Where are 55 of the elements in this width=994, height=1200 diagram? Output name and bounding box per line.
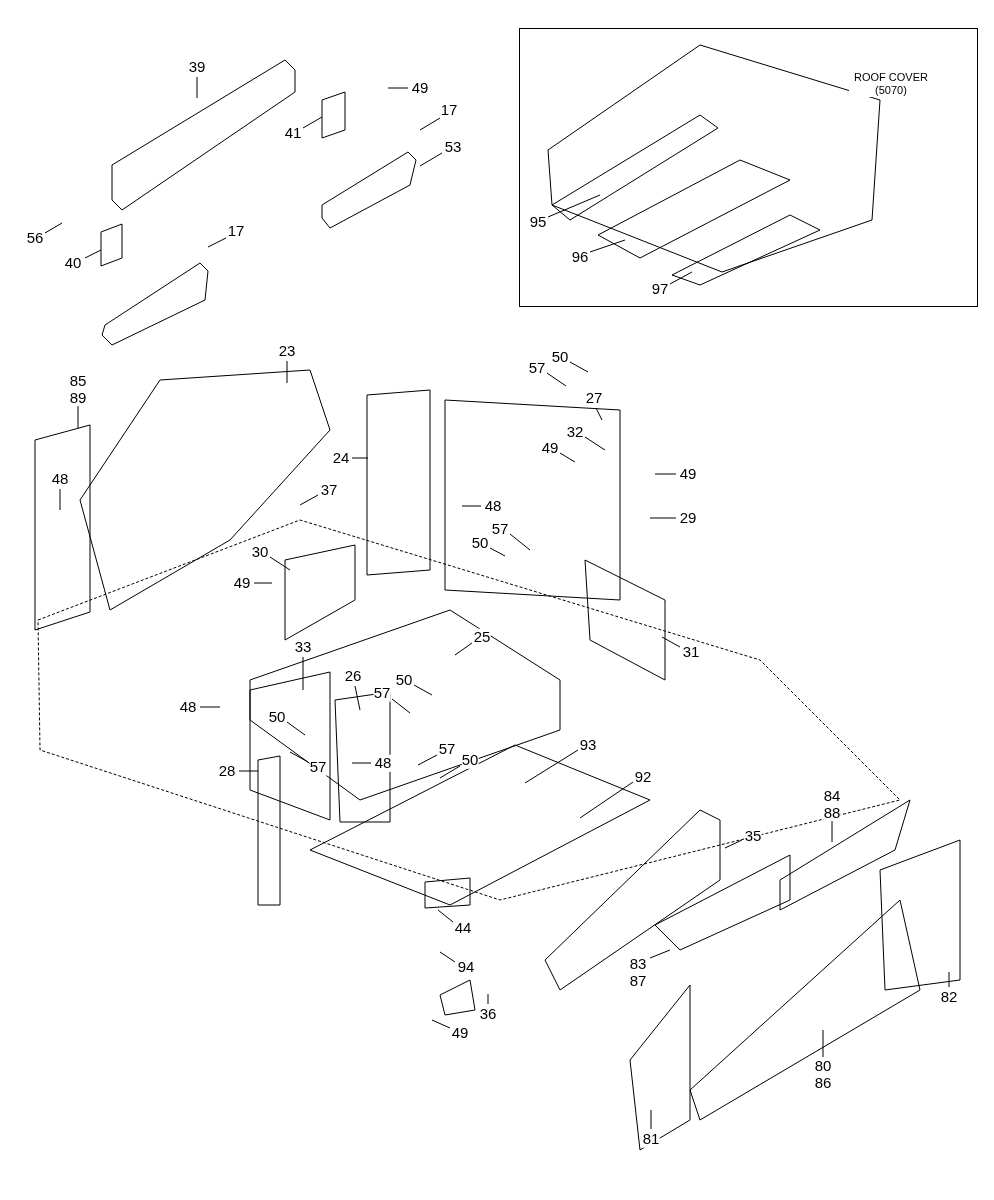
leader-line xyxy=(199,706,221,708)
leader-line xyxy=(649,517,677,519)
leader-line xyxy=(654,473,677,475)
leader-line xyxy=(44,222,63,234)
leader-line xyxy=(595,407,603,421)
leader-line xyxy=(302,116,323,129)
leader-line xyxy=(650,1109,652,1130)
leader-line xyxy=(289,751,309,763)
leader-line xyxy=(351,457,369,459)
leader-line xyxy=(546,372,567,387)
leader-line xyxy=(207,237,227,248)
leader-line xyxy=(238,770,259,772)
leader-line xyxy=(417,754,438,766)
leader-line xyxy=(724,839,743,849)
leader-line xyxy=(299,494,319,506)
leader-line xyxy=(439,951,456,963)
leader-line xyxy=(489,547,506,557)
leader-line xyxy=(302,656,304,691)
leader-line xyxy=(579,781,634,819)
leader-line xyxy=(454,642,473,656)
leader-line xyxy=(269,556,291,571)
leader-line xyxy=(286,721,306,736)
leader-line xyxy=(431,1019,451,1029)
leader-line xyxy=(439,765,461,779)
leader-line xyxy=(253,582,273,584)
leader-line xyxy=(196,76,198,99)
leader-line xyxy=(524,749,579,784)
leader-line xyxy=(351,762,372,764)
leader-line xyxy=(661,636,681,648)
leader-line xyxy=(487,993,489,1005)
leader-line xyxy=(387,87,409,89)
leader-line xyxy=(559,452,576,463)
callout-number: 48 xyxy=(374,754,392,772)
leader-line xyxy=(461,505,482,507)
leader-line xyxy=(669,271,693,285)
leader-line xyxy=(84,249,102,259)
leader-line xyxy=(419,117,441,131)
leader-line xyxy=(391,698,411,714)
leader-line xyxy=(589,239,626,253)
leader-line xyxy=(437,909,454,923)
inset-frame xyxy=(519,28,978,307)
leader-line xyxy=(413,684,433,696)
leader-line xyxy=(649,949,671,959)
leader-line xyxy=(59,488,61,511)
leader-line xyxy=(831,820,833,843)
leader-line xyxy=(822,1029,824,1058)
leader-line xyxy=(77,405,79,429)
leader-line xyxy=(509,533,531,551)
leader-line xyxy=(286,360,288,384)
leader-line xyxy=(584,436,606,451)
leader-line xyxy=(569,361,589,373)
leader-line xyxy=(547,194,601,218)
leader-line xyxy=(419,152,443,167)
leader-line xyxy=(354,685,361,711)
leader-line xyxy=(948,971,950,988)
